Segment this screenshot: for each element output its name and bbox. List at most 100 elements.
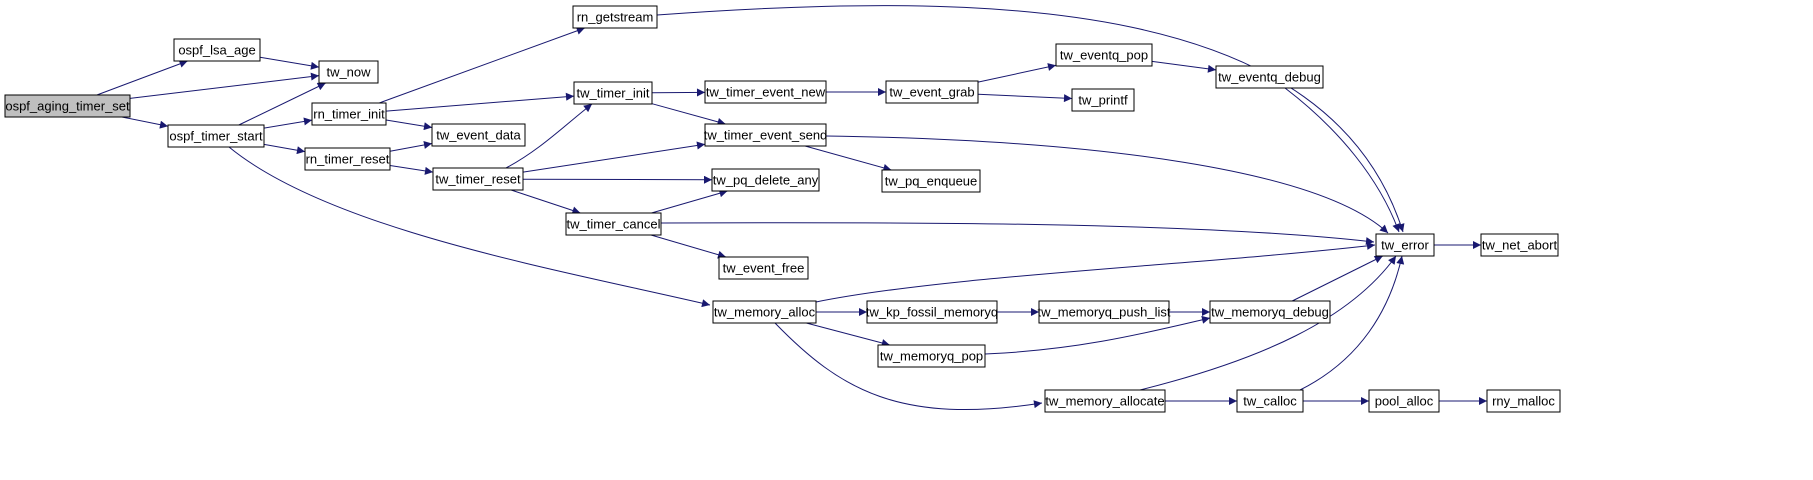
edge-ospf-aging-timer-set-to-ospf-lsa-age	[96, 60, 188, 96]
edge-tw-memoryq-debug-to-tw-error	[1291, 255, 1384, 302]
node-label: tw_now	[326, 65, 371, 80]
edge-tw-event-grab-to-tw-printf	[977, 93, 1073, 103]
node-label: tw_error	[1381, 238, 1429, 253]
node-label: ospf_lsa_age	[178, 43, 255, 58]
node-tw-timer-event-send[interactable]: tw_timer_event_send	[704, 123, 828, 147]
edge-tw-timer-event-send-to-tw-error	[825, 135, 1389, 234]
node-tw-now[interactable]: tw_now	[318, 60, 379, 84]
edge-tw-timer-reset-to-tw-timer-event-send	[522, 141, 706, 173]
node-label: tw_event_grab	[889, 85, 974, 100]
node-box	[431, 123, 526, 147]
node-tw-kp-fossil-memoryq[interactable]: tw_kp_fossil_memoryq	[866, 300, 998, 324]
node-box	[1486, 389, 1561, 413]
node-label: tw_printf	[1078, 93, 1128, 108]
node-tw-printf[interactable]: tw_printf	[1071, 88, 1135, 112]
node-label: tw_eventq_pop	[1060, 48, 1148, 63]
node-label: tw_event_free	[723, 261, 805, 276]
node-box	[1215, 65, 1324, 89]
edge-tw-memory-alloc-to-tw-memoryq-pop	[806, 322, 890, 347]
node-label: rn_getstream	[577, 10, 654, 25]
edge-rn-timer-init-to-rn-getstream	[379, 26, 585, 104]
node-rn-timer-reset[interactable]: rn_timer_reset	[304, 147, 391, 171]
edge-ospf-lsa-age-to-tw-now	[259, 56, 320, 70]
node-tw-net-abort[interactable]: tw_net_abort	[1480, 233, 1559, 257]
node-box	[1368, 389, 1440, 413]
edge-tw-timer-event-send-to-tw-pq-enqueue	[804, 145, 892, 172]
node-ospf-lsa-age[interactable]: ospf_lsa_age	[173, 38, 261, 62]
node-box	[881, 169, 981, 193]
node-box	[711, 168, 820, 192]
edge-tw-calloc-to-tw-error	[1299, 255, 1405, 391]
node-rn-getstream[interactable]: rn_getstream	[572, 5, 658, 29]
node-tw-memory-allocate[interactable]: tw_memory_allocate	[1044, 389, 1166, 413]
edge-tw-timer-reset-to-tw-pq-delete-any	[522, 175, 713, 184]
node-box	[1038, 300, 1170, 324]
node-tw-calloc[interactable]: tw_calloc	[1236, 389, 1304, 413]
node-label: tw_timer_reset	[435, 172, 521, 187]
node-tw-memory-alloc[interactable]: tw_memory_alloc	[712, 300, 817, 324]
node-label: tw_event_data	[436, 128, 521, 143]
node-tw-pq-delete-any[interactable]: tw_pq_delete_any	[711, 168, 820, 192]
node-label: tw_eventq_debug	[1218, 70, 1321, 85]
node-box	[866, 300, 998, 324]
node-label: tw_timer_init	[577, 86, 650, 101]
edge-tw-memory-allocate-to-tw-error	[1139, 255, 1397, 391]
edge-ospf-aging-timer-set-to-tw-now	[129, 72, 320, 99]
node-label: tw_timer_event_new	[706, 85, 826, 100]
node-label: tw_timer_event_send	[704, 128, 828, 143]
node-tw-timer-init[interactable]: tw_timer_init	[573, 81, 653, 105]
node-label: rny_malloc	[1492, 394, 1555, 409]
node-tw-eventq-pop[interactable]: tw_eventq_pop	[1055, 43, 1153, 67]
node-box	[712, 300, 817, 324]
node-ospf-timer-start[interactable]: ospf_timer_start	[167, 124, 265, 148]
node-box	[573, 81, 653, 105]
node-label: tw_net_abort	[1482, 238, 1558, 253]
edge-tw-timer-reset-to-tw-timer-cancel	[510, 189, 581, 215]
node-box	[877, 344, 986, 368]
node-tw-memoryq-debug[interactable]: tw_memoryq_debug	[1209, 300, 1331, 324]
node-tw-error[interactable]: tw_error	[1375, 233, 1435, 257]
node-box	[1044, 389, 1166, 413]
node-box	[1375, 233, 1435, 257]
edge-rn-timer-init-to-tw-timer-init	[385, 92, 575, 112]
node-tw-event-free[interactable]: tw_event_free	[718, 256, 809, 280]
node-box	[1480, 233, 1559, 257]
node-box	[4, 94, 131, 118]
edge-tw-timer-cancel-to-tw-error	[660, 222, 1375, 246]
node-box	[1209, 300, 1331, 324]
edge-tw-memoryq-pop-to-tw-memoryq-debug	[984, 315, 1211, 355]
node-box	[704, 123, 827, 147]
node-label: tw_timer_cancel	[567, 217, 661, 232]
node-tw-event-grab[interactable]: tw_event_grab	[885, 80, 979, 104]
node-tw-pq-enqueue[interactable]: tw_pq_enqueue	[881, 169, 981, 193]
edge-tw-memory-alloc-to-tw-error	[815, 241, 1376, 303]
node-label: rn_timer_reset	[306, 152, 390, 167]
edge-rn-timer-reset-to-tw-timer-reset	[389, 165, 434, 175]
edge-ospf-aging-timer-set-to-ospf-timer-start	[121, 116, 169, 129]
node-box	[704, 80, 827, 104]
node-box	[885, 80, 979, 104]
node-box	[304, 147, 391, 171]
node-tw-timer-cancel[interactable]: tw_timer_cancel	[565, 212, 662, 236]
edge-tw-timer-cancel-to-tw-pq-delete-any	[651, 189, 728, 214]
edge-ospf-timer-start-to-tw-now	[238, 82, 326, 126]
node-label: pool_alloc	[1375, 394, 1434, 409]
node-rny-malloc[interactable]: rny_malloc	[1486, 389, 1561, 413]
edge-ospf-timer-start-to-rn-timer-reset	[263, 143, 306, 155]
node-rn-timer-init[interactable]: rn_timer_init	[311, 102, 387, 126]
node-tw-eventq-debug[interactable]: tw_eventq_debug	[1215, 65, 1324, 89]
node-tw-memoryq-push-list[interactable]: tw_memoryq_push_list	[1038, 300, 1171, 324]
node-tw-timer-event-new[interactable]: tw_timer_event_new	[704, 80, 827, 104]
node-box	[1236, 389, 1304, 413]
node-box	[718, 256, 809, 280]
node-box	[311, 102, 387, 126]
node-pool-alloc[interactable]: pool_alloc	[1368, 389, 1440, 413]
node-tw-event-data[interactable]: tw_event_data	[431, 123, 526, 147]
edge-tw-timer-reset-to-tw-timer-init	[505, 103, 593, 169]
node-tw-timer-reset[interactable]: tw_timer_reset	[432, 167, 524, 191]
node-tw-memoryq-pop[interactable]: tw_memoryq_pop	[877, 344, 986, 368]
node-label: tw_memory_alloc	[714, 305, 816, 320]
node-box	[432, 167, 524, 191]
node-box	[167, 124, 265, 148]
